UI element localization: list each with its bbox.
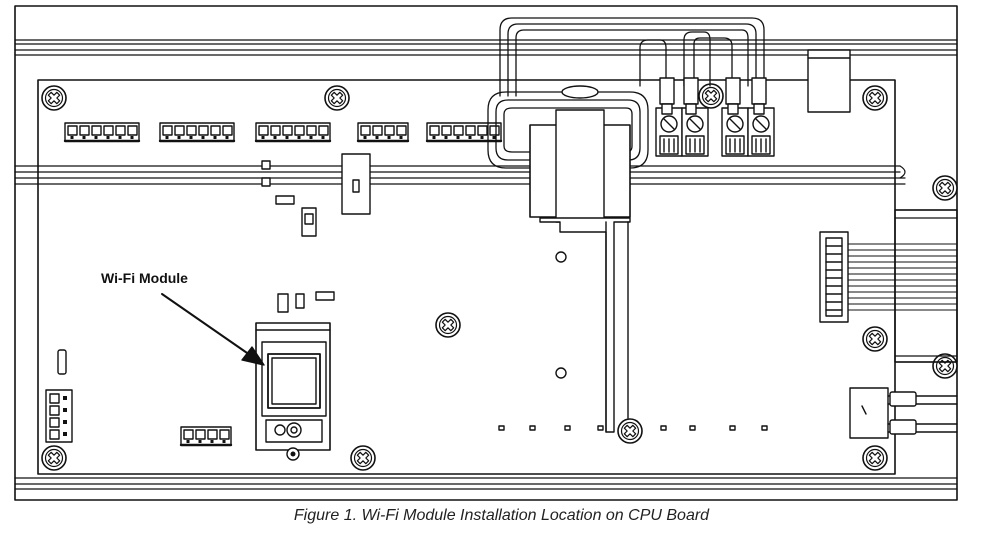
callout-arrow [161,293,265,366]
mounting-hole [555,251,567,263]
small-component [261,160,271,170]
wire-harness [487,17,765,169]
faston-connector [683,77,699,115]
small-component [277,293,289,313]
phillips-screw-icon [41,85,67,111]
small-component [275,195,295,205]
phillips-screw-icon [617,418,643,444]
wifi-module-label: Wi-Fi Module [101,270,188,286]
bottom-chassis-rail [14,477,958,490]
pin-header-icon [179,425,233,447]
phillips-screw-icon [862,85,888,111]
phillips-screw-icon [862,445,888,471]
heatsink-bar [539,217,631,433]
power-connector [849,387,958,439]
small-component [261,177,271,187]
pin-header-icon [45,389,73,443]
pin-header-icon [425,121,503,143]
phillips-screw-icon [862,326,888,352]
bracket-block [807,49,851,113]
jumper [57,349,67,375]
phillips-screw-icon [435,312,461,338]
phillips-screw-icon [41,445,67,471]
faston-connector [725,77,741,115]
cpu-board-outline [37,79,896,475]
terminal-block-icon [681,107,709,157]
ribbon-connector [819,231,958,323]
phillips-screw-icon [932,175,958,201]
small-component [295,293,305,309]
cable-run [14,165,906,185]
pin-header-icon [63,121,141,143]
faston-connector [659,77,675,115]
cpu-board-diagram [14,5,958,501]
solder-pads [498,425,768,431]
small-component [315,291,335,301]
phillips-screw-icon [350,445,376,471]
phillips-screw-icon [324,85,350,111]
phillips-screw-icon [698,83,724,109]
terminal-block-icon [747,107,775,157]
faston-connector [751,77,767,115]
mounting-hole [555,367,567,379]
pin-header-icon [158,121,236,143]
top-chassis-rail [14,39,958,56]
terminal-block-icon [721,107,749,157]
pin-header-icon [254,121,332,143]
terminal-block-icon [655,107,683,157]
phillips-screw-icon [932,353,958,379]
right-bracket [894,209,958,363]
figure-caption: Figure 1. Wi-Fi Module Installation Loca… [293,507,710,524]
pin-header-icon [356,121,410,143]
wifi-module [255,322,331,461]
